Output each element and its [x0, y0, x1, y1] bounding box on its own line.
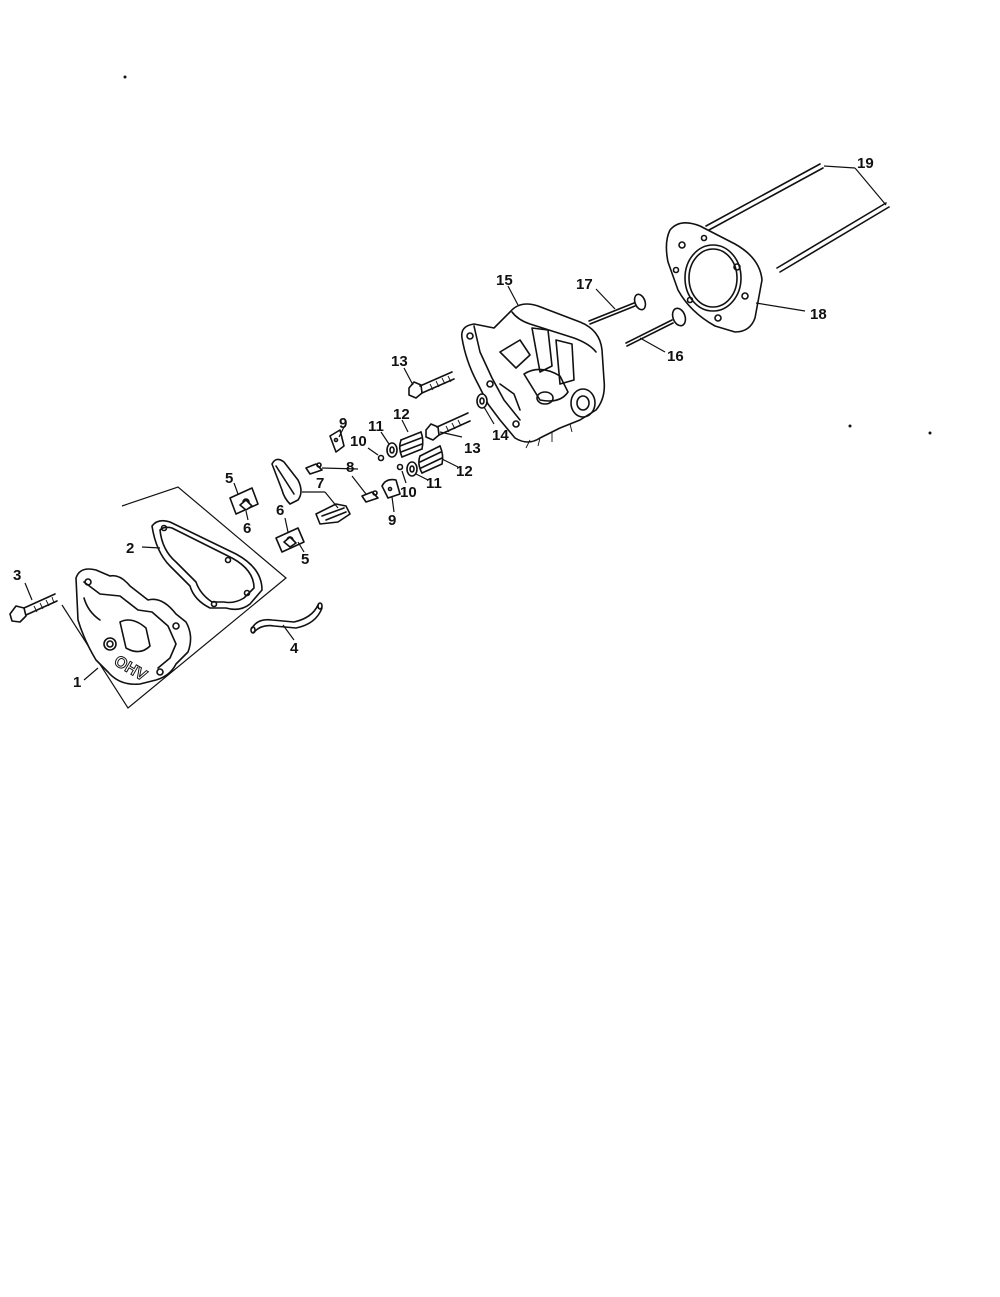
exhaust-valve [625, 307, 687, 353]
rocker-pivot-lower [351, 475, 379, 503]
callout-7: 7 [316, 475, 324, 492]
guide-screw-upper [239, 499, 253, 521]
cylinder-head [460, 285, 606, 449]
callout-14: 14 [492, 427, 509, 444]
cover-gasket [141, 519, 263, 611]
valve-spring-upper [398, 419, 424, 458]
callout-1: 1 [73, 674, 81, 691]
callout-8: 8 [346, 459, 354, 476]
callout-5a: 5 [225, 470, 233, 487]
callout-6a: 6 [243, 520, 251, 537]
rocker-stud-upper [403, 367, 455, 399]
cover-bolt [9, 582, 58, 623]
callout-19: 19 [857, 155, 874, 172]
callout-12b: 12 [456, 463, 473, 480]
callout-13a: 13 [391, 353, 408, 370]
callout-10a: 10 [350, 433, 367, 450]
spring-retainer-upper [380, 431, 398, 458]
valve-spring-lower [418, 445, 459, 474]
callout-4: 4 [290, 640, 299, 657]
speck [928, 431, 932, 435]
washer [476, 393, 495, 425]
callout-3: 3 [13, 567, 21, 584]
breather-hose [250, 602, 323, 641]
callout-16: 16 [667, 348, 684, 365]
callout-2: 2 [126, 540, 134, 557]
valve-keeper-upper [367, 447, 385, 462]
callout-6b: 6 [276, 502, 284, 519]
guide-screw-lower [283, 536, 297, 548]
callout-12a: 12 [393, 406, 410, 423]
callout-11b: 11 [426, 475, 442, 492]
callout-15: 15 [496, 272, 513, 289]
speck [848, 424, 852, 428]
kit-outline [61, 486, 287, 709]
intake-valve [588, 288, 647, 325]
push-rods [705, 163, 890, 273]
push-rod-guide-lower [381, 478, 401, 513]
callout-17: 17 [576, 276, 593, 293]
rocker-pivot-upper [305, 462, 359, 475]
callout-9a: 9 [339, 415, 347, 432]
callout-9b: 9 [388, 512, 396, 529]
rocker-arm-upper [271, 458, 325, 505]
speck [123, 75, 127, 79]
valve-cover: OHV [75, 568, 192, 685]
callout-13b: 13 [464, 440, 481, 457]
push-rod-guide-upper [329, 426, 345, 453]
spring-retainer-lower [406, 461, 429, 481]
callout-10b: 10 [400, 484, 417, 501]
rocker-arm-lower [315, 491, 351, 525]
rocker-stud-lower [425, 412, 471, 441]
valve-keeper-lower [396, 463, 407, 484]
callout-11a: 11 [368, 418, 384, 435]
callout-5b: 5 [301, 551, 309, 568]
head-gasket [665, 222, 806, 333]
callout-18: 18 [810, 306, 827, 323]
